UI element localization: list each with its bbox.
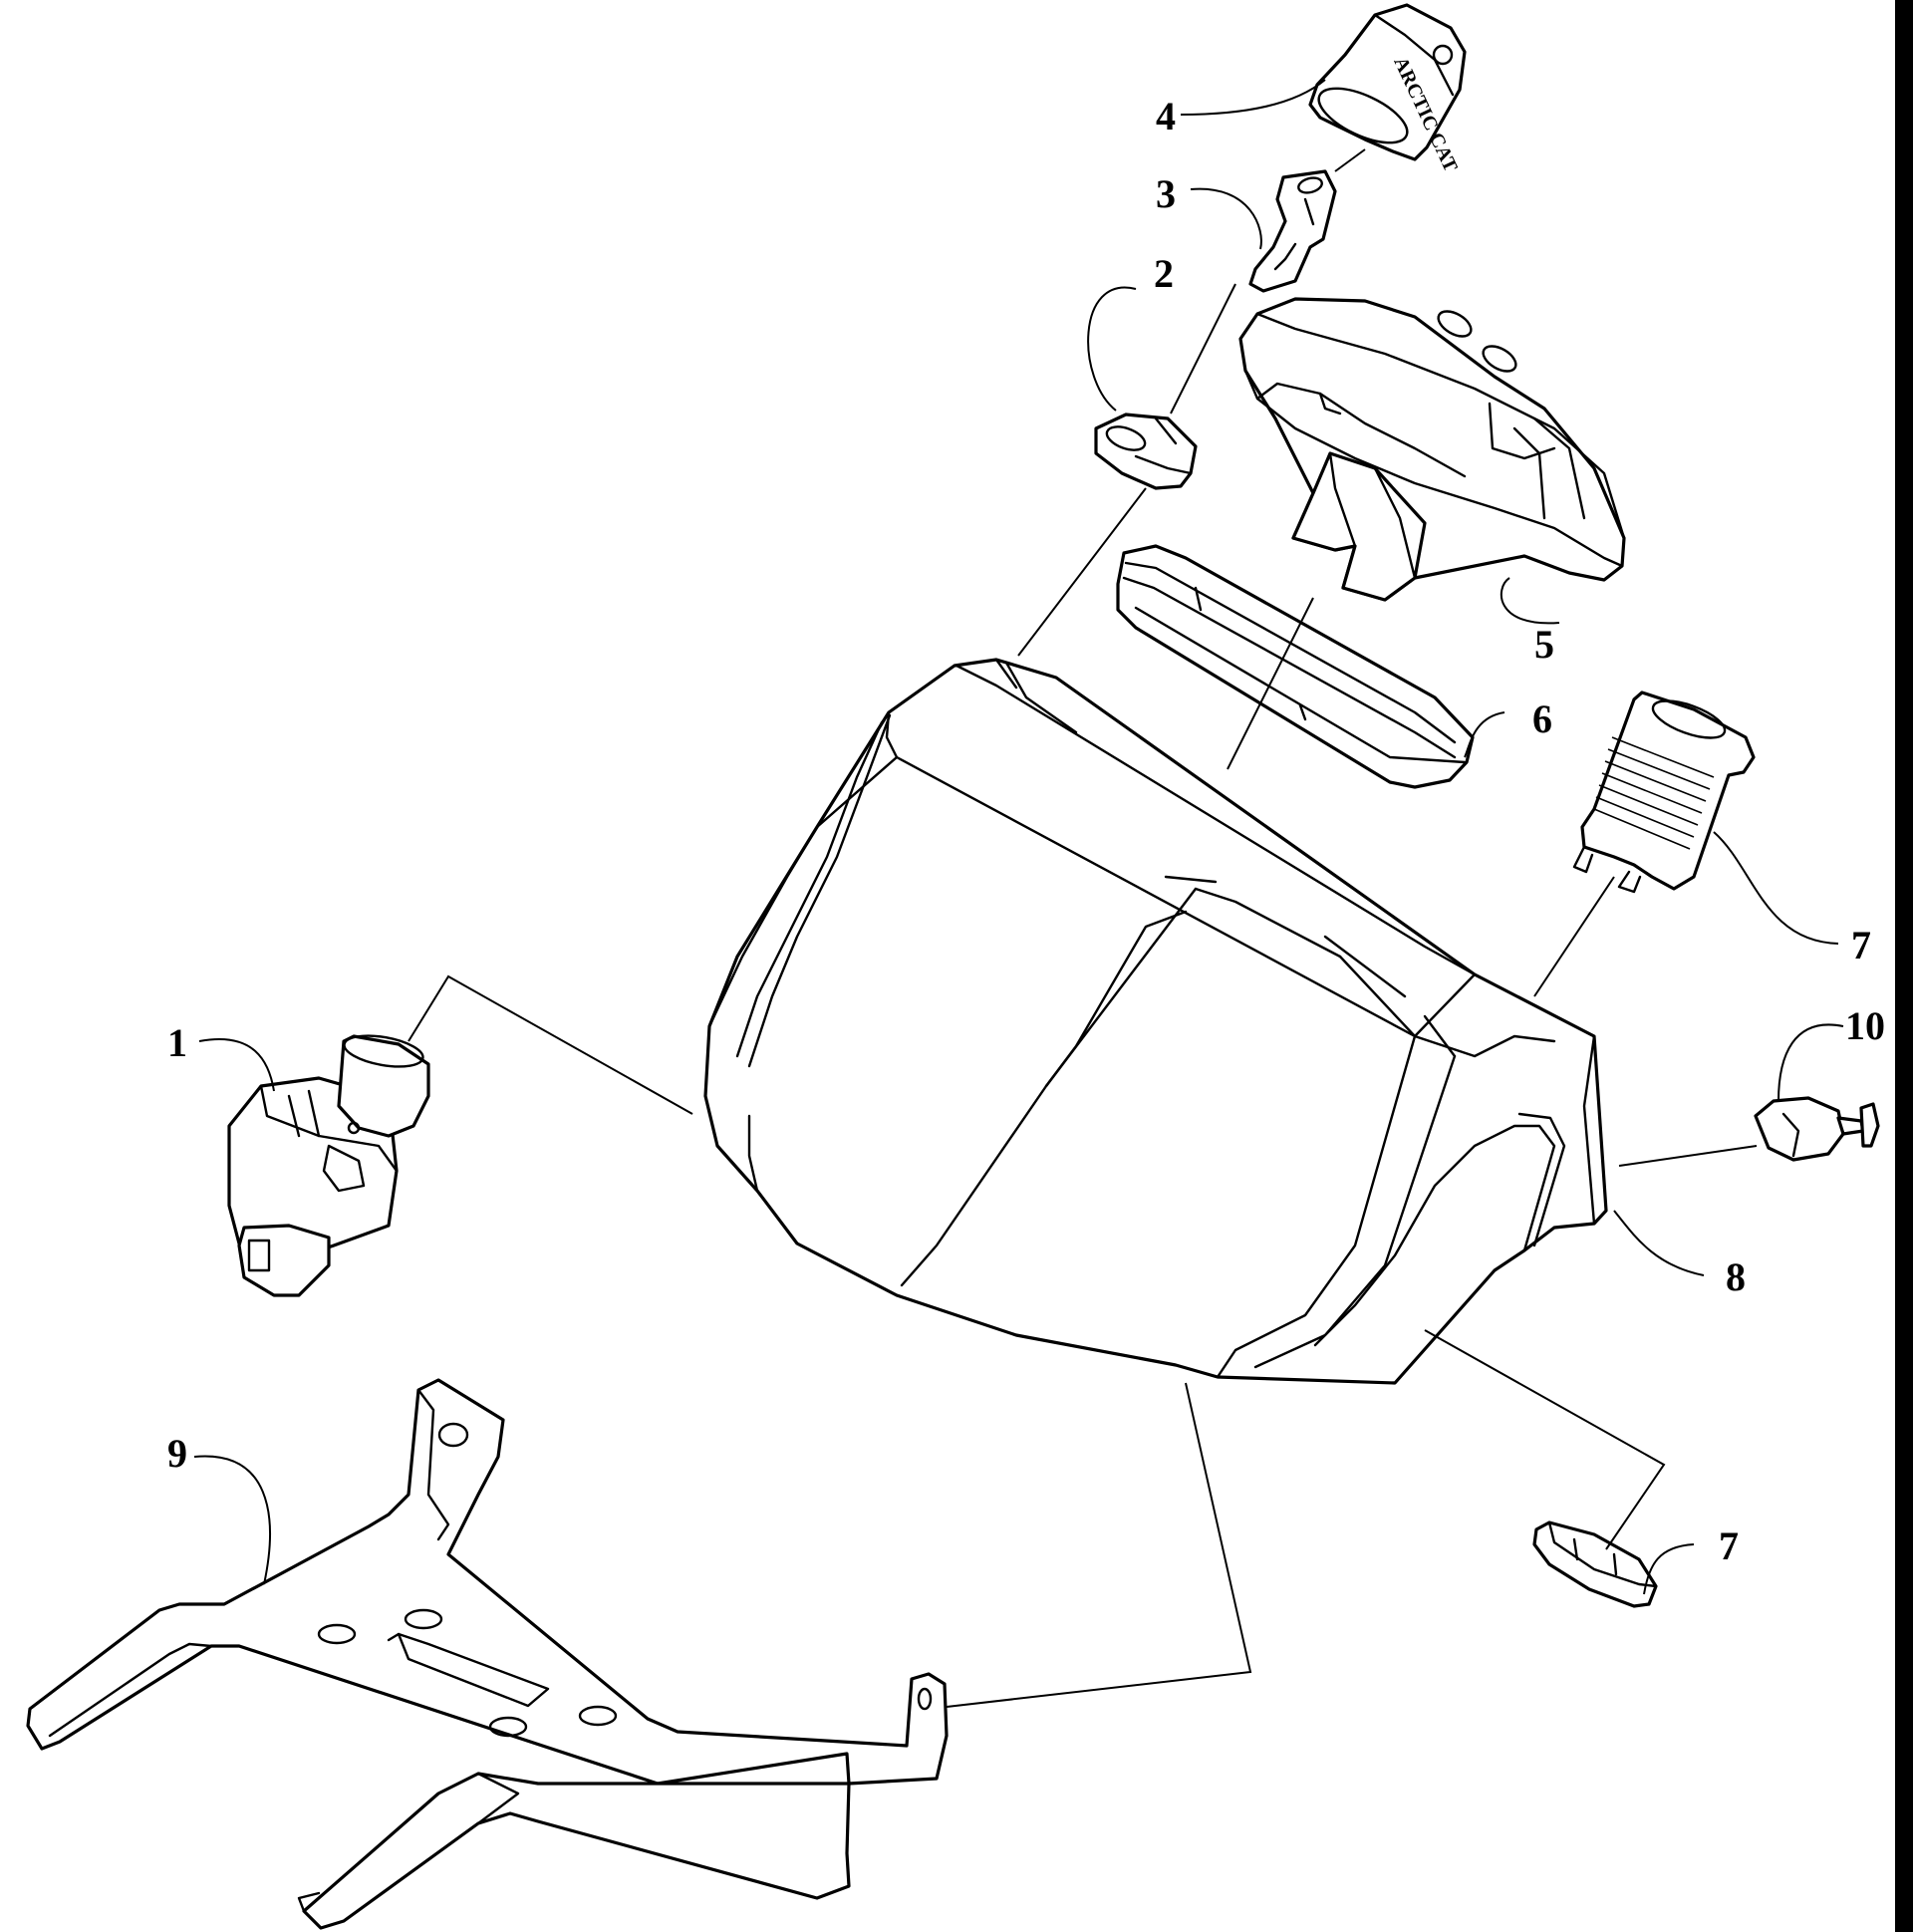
- assembly-lines: [408, 148, 1758, 1708]
- key-part: [1248, 169, 1337, 293]
- bezel-ring-part: [1116, 544, 1475, 789]
- callout-9: 9: [167, 1431, 187, 1476]
- mounting-bracket-part: [26, 1378, 949, 1930]
- callout-7-upper: 7: [1851, 923, 1871, 967]
- gauge-pod-part: [1238, 297, 1626, 602]
- console-cover-part: [703, 658, 1608, 1385]
- callout-numbers: 1 2 3 4 5 6 7 8 9 10 7: [167, 94, 1885, 1568]
- callout-6: 6: [1532, 696, 1552, 741]
- toggle-switch-part: [227, 1034, 430, 1297]
- callout-leaders: [193, 79, 1844, 1595]
- callout-10: 10: [1845, 1003, 1885, 1048]
- callout-4: 4: [1156, 94, 1176, 138]
- ignition-cap-part: ARCTIC CAT: [1308, 3, 1467, 176]
- power-outlet-part: [1572, 690, 1756, 894]
- hex-nut-part: [1532, 1520, 1658, 1608]
- push-rivet-part: [1754, 1096, 1880, 1162]
- callout-3: 3: [1156, 171, 1176, 216]
- scan-edge-bar: [1895, 0, 1913, 1932]
- nut-part: [1094, 413, 1198, 490]
- callout-8: 8: [1726, 1254, 1746, 1299]
- callout-7-lower: 7: [1719, 1523, 1739, 1568]
- callout-1: 1: [167, 1020, 187, 1065]
- callout-2: 2: [1154, 251, 1174, 296]
- callout-5: 5: [1534, 622, 1554, 667]
